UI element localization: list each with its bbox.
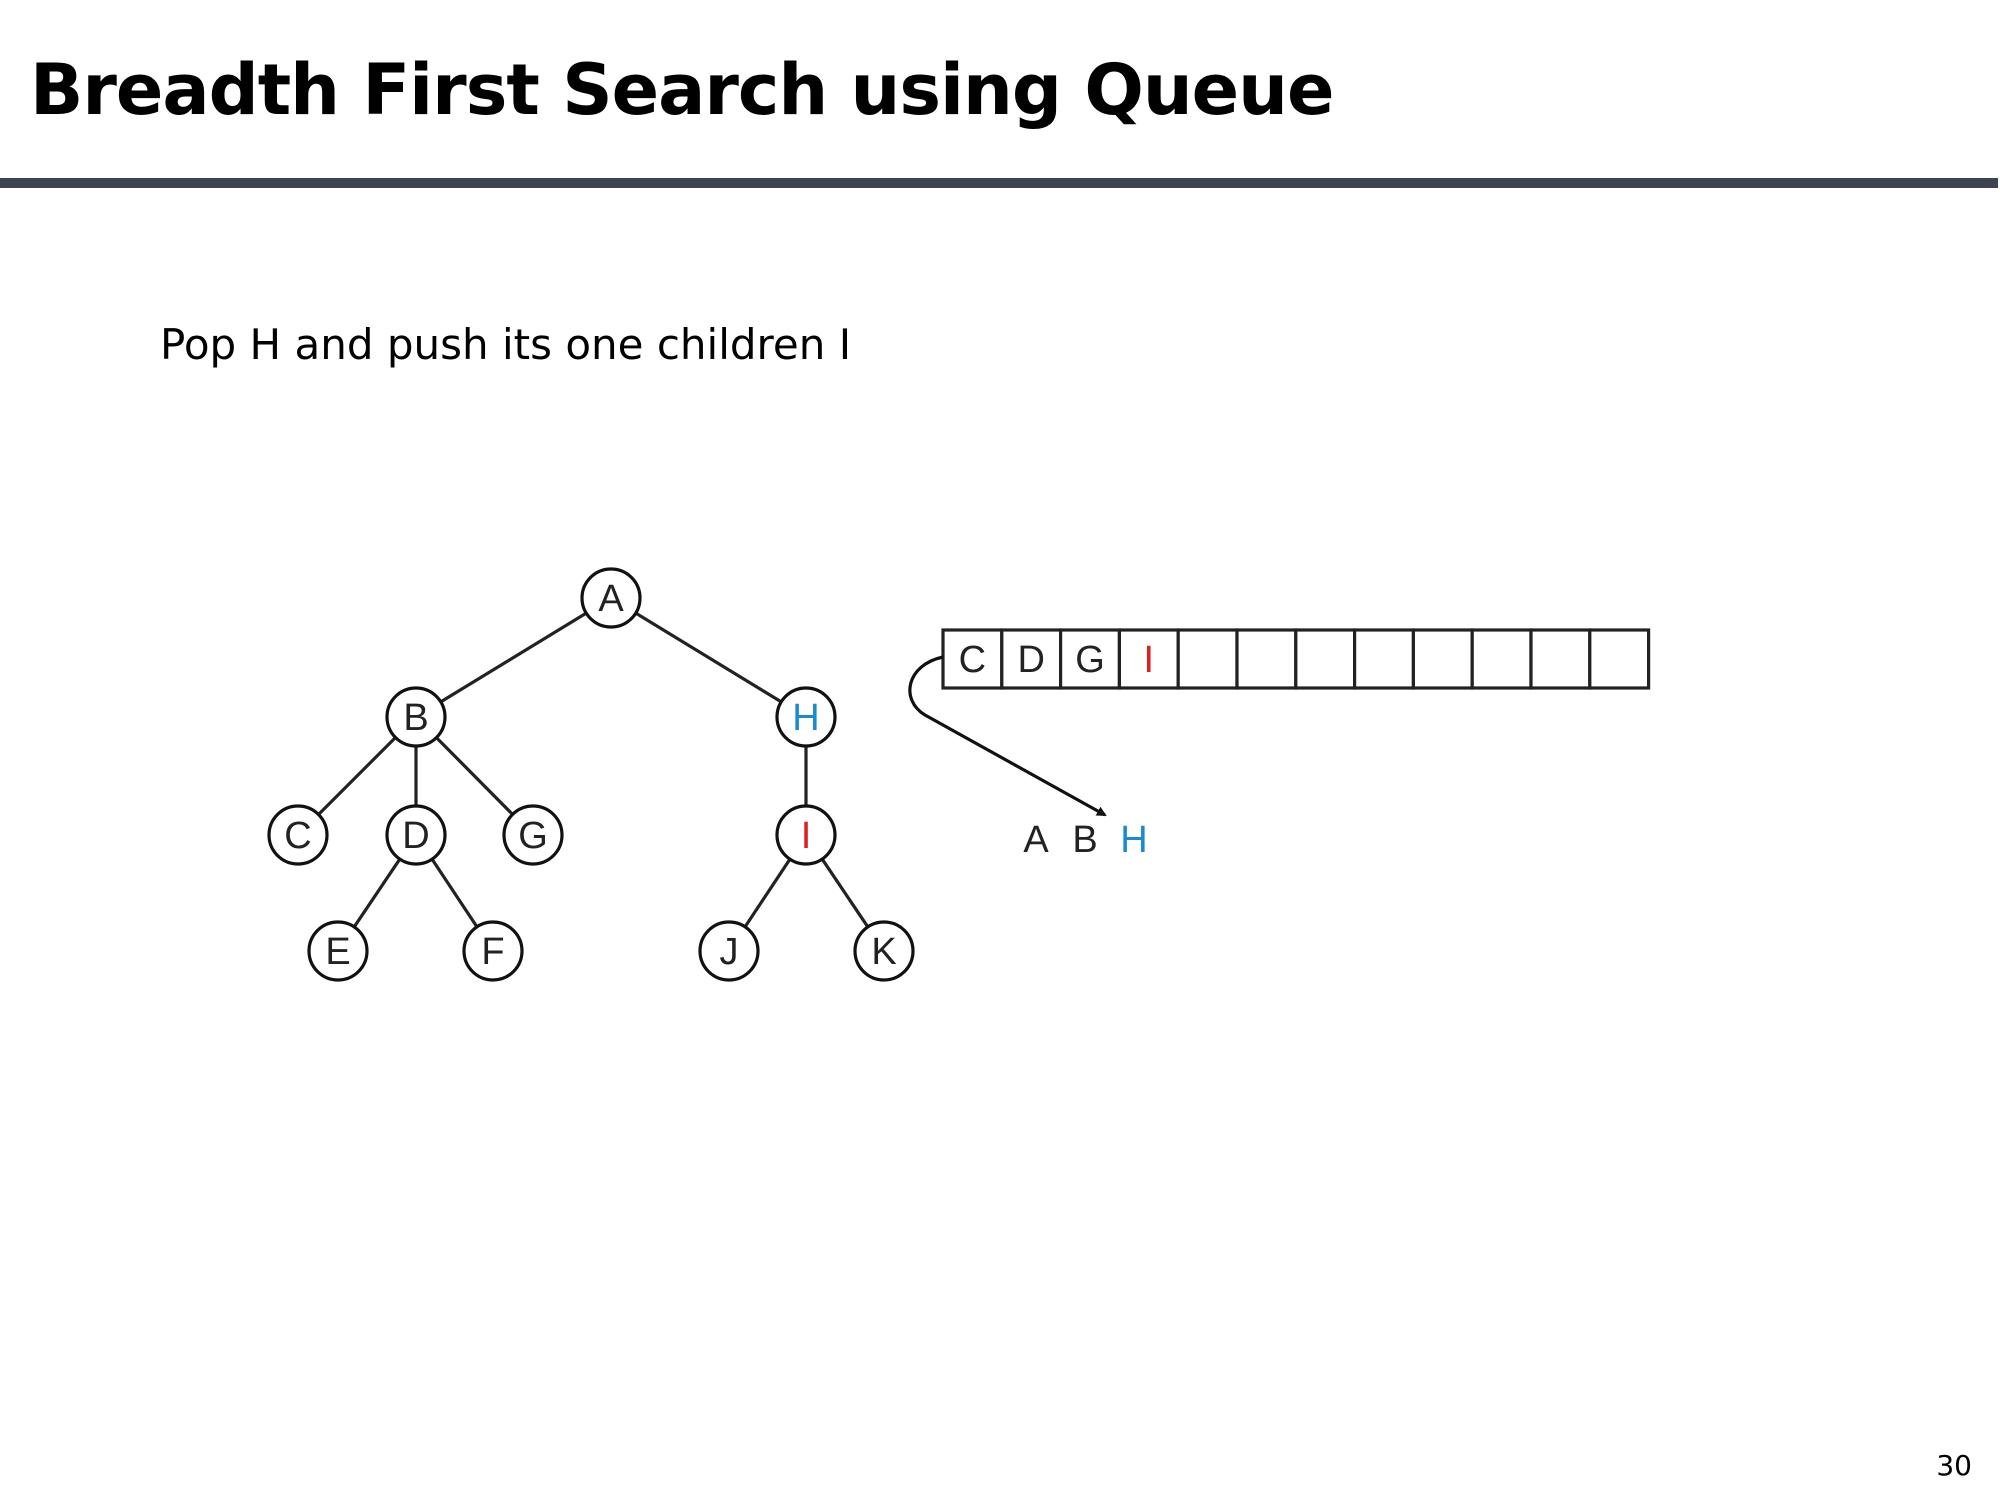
- queue-cell-box: [1235, 628, 1298, 690]
- queue-cell: [1352, 628, 1415, 690]
- queue-cell: [1411, 628, 1474, 690]
- tree-node-i: I: [775, 804, 837, 866]
- queue-cell-box: [1176, 628, 1239, 690]
- tree-node-a: A: [580, 567, 642, 629]
- queue-cell: C: [941, 628, 1004, 690]
- queue-cell-label: I: [1144, 639, 1155, 681]
- tree-node-h: H: [775, 686, 837, 748]
- tree-node-b: B: [385, 686, 447, 748]
- node-circle: [580, 567, 642, 629]
- node-circle: [853, 920, 915, 982]
- node-circle: [698, 920, 760, 982]
- tree-edges: [317, 611, 870, 928]
- node-label: B: [403, 697, 428, 739]
- node-circle: [267, 804, 329, 866]
- node-label: I: [801, 815, 812, 857]
- tree-node-k: K: [853, 920, 915, 982]
- tree-edge-b-g: [435, 736, 514, 816]
- node-label: E: [325, 931, 350, 973]
- queue-cell-box: [1352, 628, 1415, 690]
- tree-node-j: J: [698, 920, 760, 982]
- node-label: A: [598, 578, 624, 620]
- queue-cell: G: [1058, 628, 1121, 690]
- tree-edge-i-j: [743, 858, 792, 928]
- tree-edge-d-e: [352, 858, 402, 928]
- queue-cell: [1588, 628, 1651, 690]
- title-divider: [0, 178, 1998, 188]
- node-label: G: [518, 815, 548, 857]
- popped-item-a: A: [1023, 819, 1049, 861]
- queue-cell-box: [1470, 628, 1533, 690]
- dequeue-arrow: [908, 655, 1107, 817]
- queue-cell: D: [1000, 628, 1063, 690]
- node-circle: [775, 686, 837, 748]
- queue-cell-label: C: [959, 639, 986, 681]
- queue-cell-box: [1117, 628, 1180, 690]
- node-label: J: [720, 931, 739, 973]
- queue-cell-box: [1529, 628, 1592, 690]
- tree-node-g: G: [502, 804, 564, 866]
- page-number: 30: [1936, 1449, 1972, 1482]
- node-label: K: [871, 931, 896, 973]
- tree-edge-i-k: [820, 858, 870, 928]
- queue-cell-label: G: [1075, 639, 1105, 681]
- queue-cell: [1529, 628, 1592, 690]
- popped-item-b: B: [1072, 819, 1097, 861]
- node-circle: [462, 920, 524, 982]
- node-label: F: [481, 931, 504, 973]
- tree-edge-b-c: [317, 736, 397, 816]
- node-circle: [502, 804, 564, 866]
- queue-cell: [1235, 628, 1298, 690]
- step-caption: Pop H and push its one children I: [160, 320, 852, 369]
- queue-cell-label: D: [1017, 639, 1044, 681]
- tree-edge-a-h: [634, 611, 783, 704]
- tree-edge-d-f: [430, 858, 479, 928]
- tree-node-c: C: [267, 804, 329, 866]
- node-label: C: [284, 815, 311, 857]
- queue-cell-box: [1000, 628, 1063, 690]
- queue-cell: [1470, 628, 1533, 690]
- queue-cell-box: [1411, 628, 1474, 690]
- queue-cell: I: [1117, 628, 1180, 690]
- node-circle: [385, 686, 447, 748]
- node-circle: [775, 804, 837, 866]
- node-label: D: [402, 815, 429, 857]
- tree-node-f: F: [462, 920, 524, 982]
- queue-cell-box: [1294, 628, 1357, 690]
- queue-cell-box: [1588, 628, 1651, 690]
- queue-cell: [1176, 628, 1239, 690]
- node-circle: [307, 920, 369, 982]
- node-circle: [385, 804, 447, 866]
- tree-node-e: E: [307, 920, 369, 982]
- slide-title: Breadth First Search using Queue: [30, 49, 1334, 131]
- tree-nodes: A B H C D G I E F J K: [267, 567, 915, 982]
- popped-item-h: H: [1120, 819, 1147, 861]
- tree-edge-a-b: [439, 611, 588, 704]
- queue-cell: [1294, 628, 1357, 690]
- node-label: H: [792, 697, 819, 739]
- tree-node-d: D: [385, 804, 447, 866]
